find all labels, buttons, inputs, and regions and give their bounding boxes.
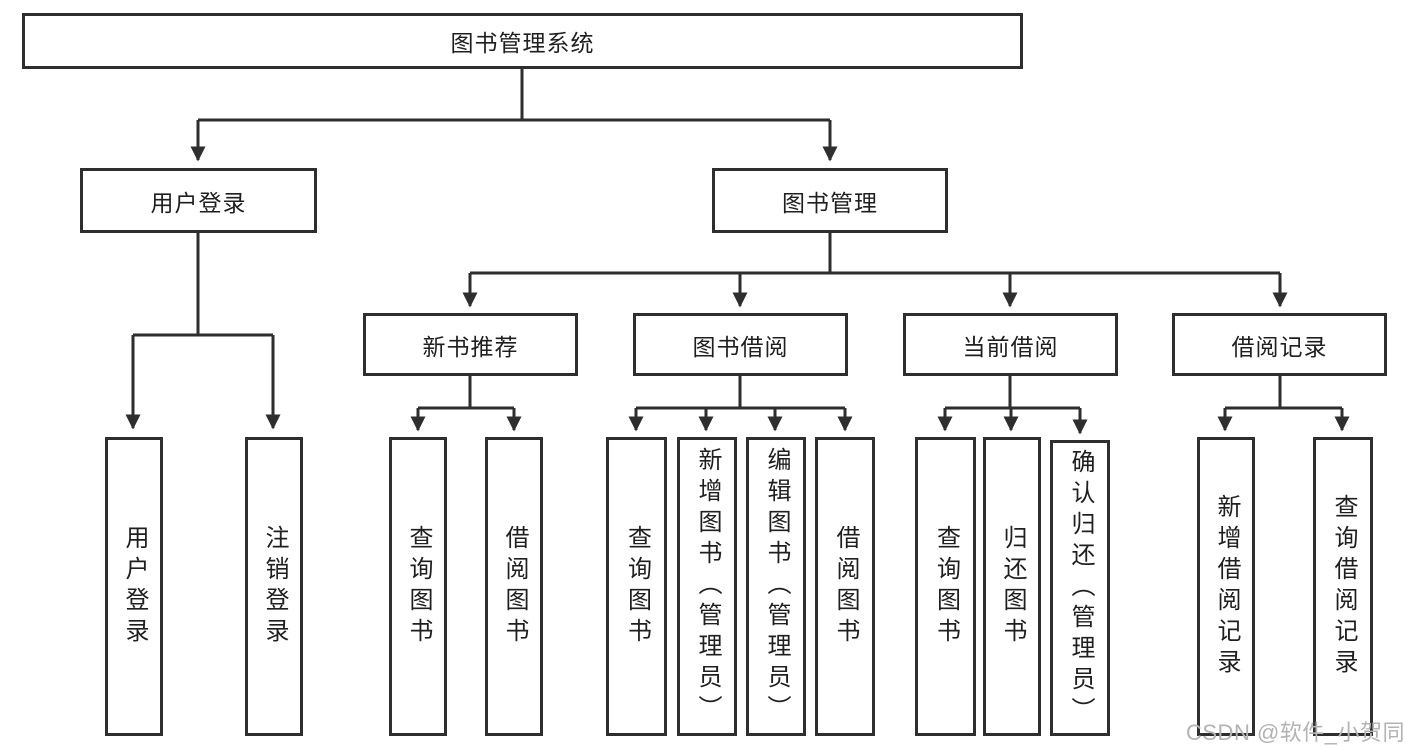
node-current-borrowing: 当前借阅 [903, 313, 1118, 376]
leaf-add-books-admin: 新增图书（管理员） [677, 437, 737, 736]
leaf-add-borrow-record: 新增借阅记录 [1197, 437, 1255, 736]
leaf-logout: 注销登录 [245, 437, 303, 736]
leaf-return-books: 归还图书 [983, 437, 1041, 736]
leaf-user-login: 用户登录 [105, 437, 163, 736]
leaf-query-books-current: 查询图书 [915, 437, 976, 736]
csdn-watermark: CSDN @软件_小贺同学 [1186, 720, 1405, 745]
node-borrowing-records: 借阅记录 [1172, 313, 1387, 376]
leaf-borrow-books-recommendation: 借阅图书 [485, 437, 543, 736]
node-new-book-recommendation: 新书推荐 [363, 313, 578, 376]
leaf-borrow-books: 借阅图书 [815, 437, 875, 736]
node-root-library-management-system: 图书管理系统 [22, 13, 1023, 69]
leaf-query-books-recommendation: 查询图书 [389, 437, 447, 736]
leaf-query-books-borrowing: 查询图书 [606, 437, 667, 736]
leaf-edit-books-admin: 编辑图书（管理员） [746, 437, 806, 736]
leaf-query-borrow-record: 查询借阅记录 [1313, 437, 1373, 736]
node-book-management: 图书管理 [712, 168, 948, 233]
node-user-login: 用户登录 [80, 168, 317, 233]
node-book-borrowing: 图书借阅 [633, 313, 848, 376]
leaf-confirm-return-admin: 确认归还（管理员） [1050, 440, 1110, 736]
